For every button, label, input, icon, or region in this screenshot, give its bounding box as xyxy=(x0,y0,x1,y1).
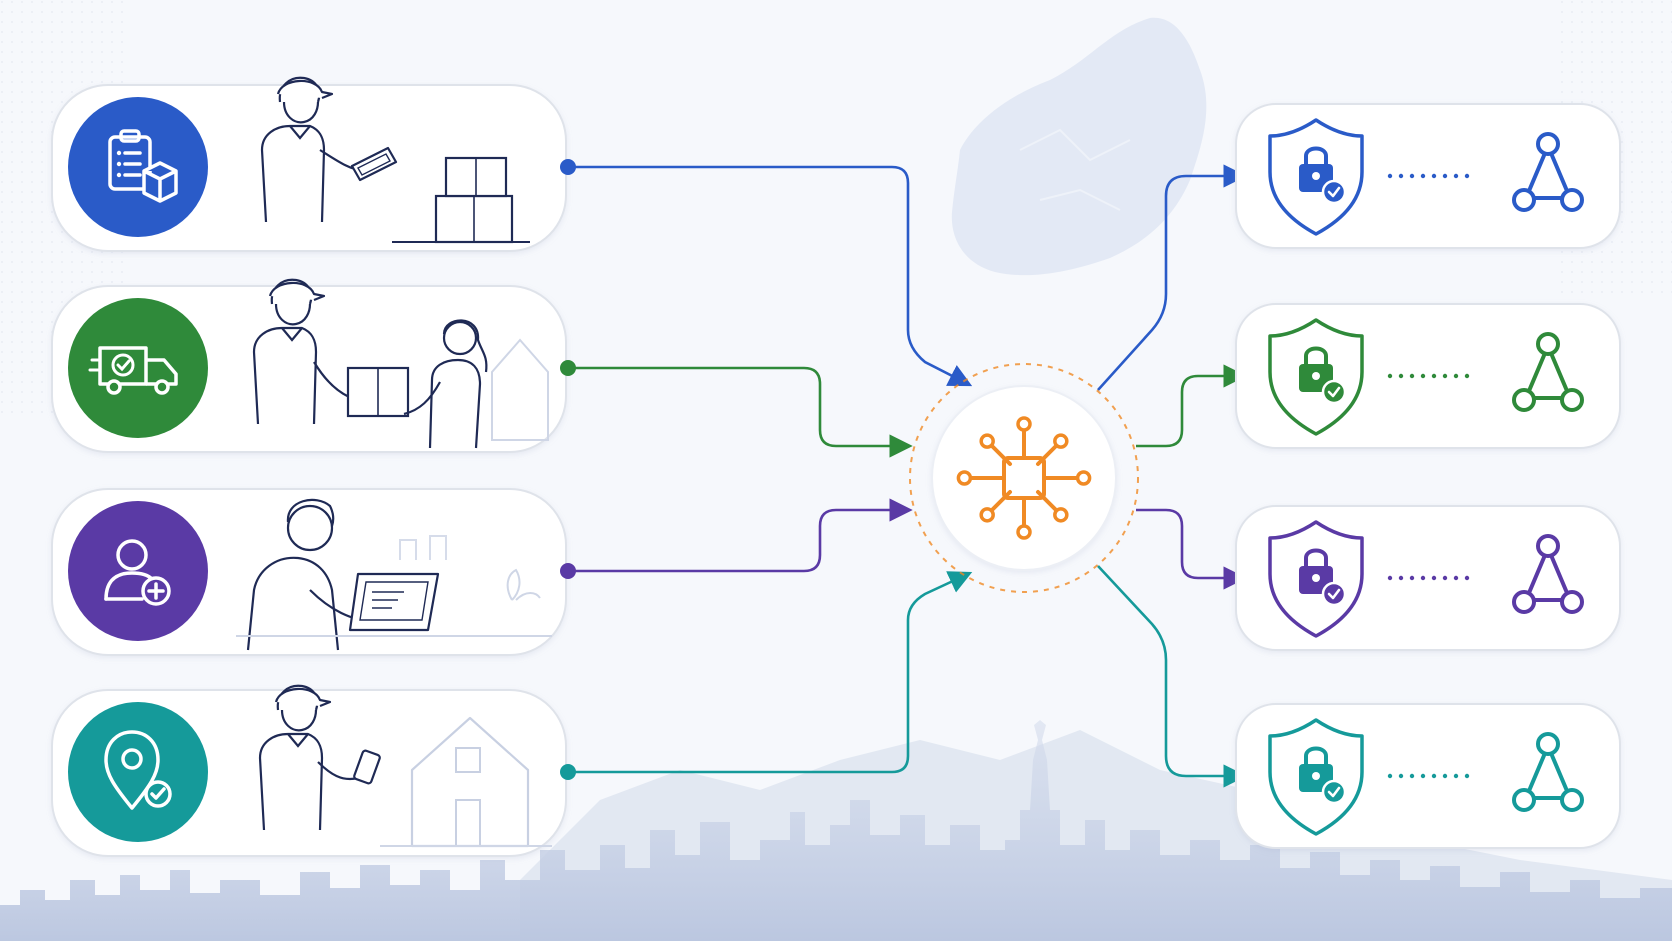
central-hub xyxy=(909,363,1139,593)
map-silhouette xyxy=(951,17,1207,276)
connector-in-registration xyxy=(568,498,913,573)
clipboard-box-icon xyxy=(108,129,178,203)
output-card-out-green xyxy=(1235,303,1621,449)
connection-triangle-icon xyxy=(1512,332,1584,412)
add-user-icon xyxy=(104,539,171,606)
dotted-link xyxy=(1387,773,1470,779)
shield-lock-icon xyxy=(1268,718,1364,836)
network-chip-icon xyxy=(956,416,1092,540)
connection-triangle-icon xyxy=(1512,534,1584,614)
connector-out-blue xyxy=(1097,164,1247,391)
hub-dashed-ring xyxy=(909,363,1139,593)
icon-circle xyxy=(68,97,208,237)
input-card-inventory xyxy=(51,76,576,252)
output-cards xyxy=(1235,103,1621,849)
dotted-link xyxy=(1387,173,1470,179)
person-typing-on-laptop xyxy=(236,498,552,651)
dotted-link xyxy=(1387,575,1470,581)
output-card-out-blue xyxy=(1235,103,1621,249)
connection-triangle-icon xyxy=(1512,732,1584,812)
connector-in-location xyxy=(568,571,973,774)
input-cards xyxy=(51,76,576,857)
courier-handing-package-to-customer xyxy=(252,278,549,449)
connector-out-green xyxy=(1136,364,1247,448)
connector-lines xyxy=(568,164,1247,788)
output-card-out-purple xyxy=(1235,505,1621,651)
connector-in-inventory xyxy=(568,165,973,387)
icon-circle xyxy=(68,702,208,842)
input-card-location xyxy=(51,684,576,857)
input-card-registration xyxy=(51,488,576,656)
city-skyline xyxy=(0,720,1672,941)
connector-in-delivery xyxy=(568,366,913,458)
hub-disc xyxy=(931,385,1117,571)
connector-out-teal xyxy=(1097,565,1247,788)
shield-lock-icon xyxy=(1268,118,1364,236)
icon-circle xyxy=(68,501,208,641)
input-card-delivery xyxy=(51,278,576,453)
courier-with-tablet-and-boxes xyxy=(260,76,530,244)
connector-out-purple xyxy=(1136,508,1247,590)
location-check-icon xyxy=(104,730,172,810)
output-card-out-teal xyxy=(1235,703,1621,849)
connection-triangle-icon xyxy=(1512,132,1584,212)
courier-with-phone-near-house xyxy=(258,684,552,848)
dotted-link xyxy=(1387,373,1470,379)
shield-lock-icon xyxy=(1268,520,1364,638)
delivery-truck-check-icon xyxy=(88,346,178,395)
shield-lock-icon xyxy=(1268,318,1364,436)
icon-circle xyxy=(68,298,208,438)
